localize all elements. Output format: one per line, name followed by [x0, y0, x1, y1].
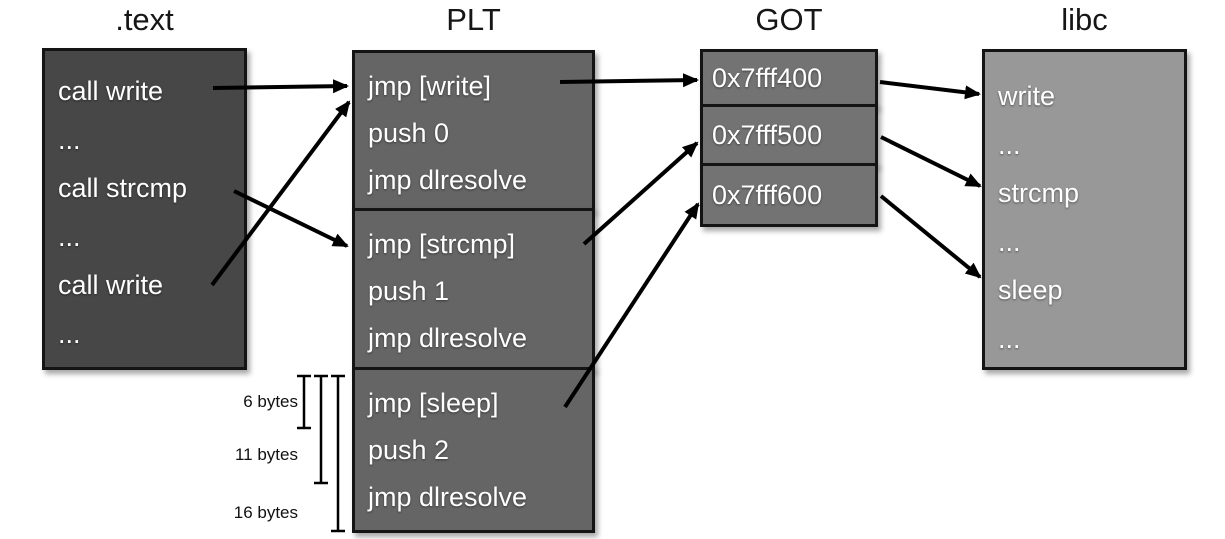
libc-lines: write ... strcmp ... sleep ... [998, 52, 1184, 363]
got-title: GOT [755, 2, 823, 37]
plt-entry-strcmp: jmp [strcmp] push 1 jmp dlresolve [352, 208, 595, 370]
text-line-call-write-1: call write [58, 76, 164, 106]
text-line-ellipsis: ... [58, 221, 81, 252]
plt-entry-lines: jmp [strcmp] push 1 jmp dlresolve [368, 211, 592, 362]
byte-label-16: 16 bytes [233, 503, 298, 522]
got-cell-0x7fff400: 0x7fff400 [700, 49, 878, 107]
plt-line-jmp-write: jmp [write] [368, 71, 492, 101]
arrow-got-0x7fff400-to-libc-write [879, 80, 981, 100]
plt-entry-lines: jmp [sleep] push 2 jmp dlresolve [368, 370, 592, 521]
libc-line-sleep: sleep [998, 275, 1063, 305]
byte-bracket-0 [297, 374, 311, 430]
text-line-ellipsis: ... [58, 318, 81, 349]
plt-line-jmp-dlresolve: jmp dlresolve [368, 323, 528, 353]
plt-line-jmp-strcmp: jmp [strcmp] [368, 229, 516, 259]
plt-entry-sleep: jmp [sleep] push 2 jmp dlresolve [352, 367, 595, 533]
plt-line-jmp-dlresolve: jmp dlresolve [368, 482, 528, 512]
plt-line-jmp-dlresolve: jmp dlresolve [368, 165, 528, 195]
text-line-ellipsis: ... [58, 124, 81, 155]
arrow-got-0x7fff600-to-libc-sleep [879, 194, 982, 279]
arrow-text-call-strcmp-to-plt-jmp-strcmp [233, 189, 349, 248]
arrow-got-0x7fff500-to-libc-strcmp [880, 135, 982, 188]
libc-line-strcmp: strcmp [998, 178, 1079, 208]
got-cell-0x7fff600: 0x7fff600 [700, 163, 878, 227]
got-cell-0x7fff500: 0x7fff500 [700, 104, 878, 166]
text-section-title: .text [115, 2, 174, 37]
plt-entry-lines: jmp [write] push 0 jmp dlresolve [368, 53, 592, 204]
text-line-call-strcmp: call strcmp [58, 173, 188, 203]
byte-bracket-2 [331, 374, 345, 533]
arrow-plt-jmp-strcmp-to-got-0x7fff500 [582, 141, 699, 246]
byte-bracket-1 [314, 374, 328, 485]
plt-line-jmp-sleep: jmp [sleep] [368, 388, 499, 418]
libc-line-write: write [998, 81, 1056, 111]
byte-label-11: 11 bytes [234, 445, 298, 464]
plt-line-push-0: push 0 [368, 118, 450, 148]
libc-line-ellipsis: ... [998, 129, 1021, 160]
plt-line-push-1: push 1 [368, 276, 450, 306]
text-section-lines: call write ... call strcmp ... call writ… [58, 51, 244, 358]
libc-title: libc [1061, 2, 1108, 37]
text-section-box: call write ... call strcmp ... call writ… [42, 48, 247, 370]
plt-line-push-2: push 2 [368, 435, 450, 465]
plt-title: PLT [446, 2, 501, 37]
libc-line-ellipsis: ... [998, 323, 1021, 354]
plt-entry-write: jmp [write] push 0 jmp dlresolve [352, 50, 595, 211]
libc-line-ellipsis: ... [998, 226, 1021, 257]
byte-label-6: 6 bytes [243, 392, 298, 411]
text-line-call-write-2: call write [58, 270, 164, 300]
libc-box: write ... strcmp ... sleep ... [982, 49, 1187, 370]
